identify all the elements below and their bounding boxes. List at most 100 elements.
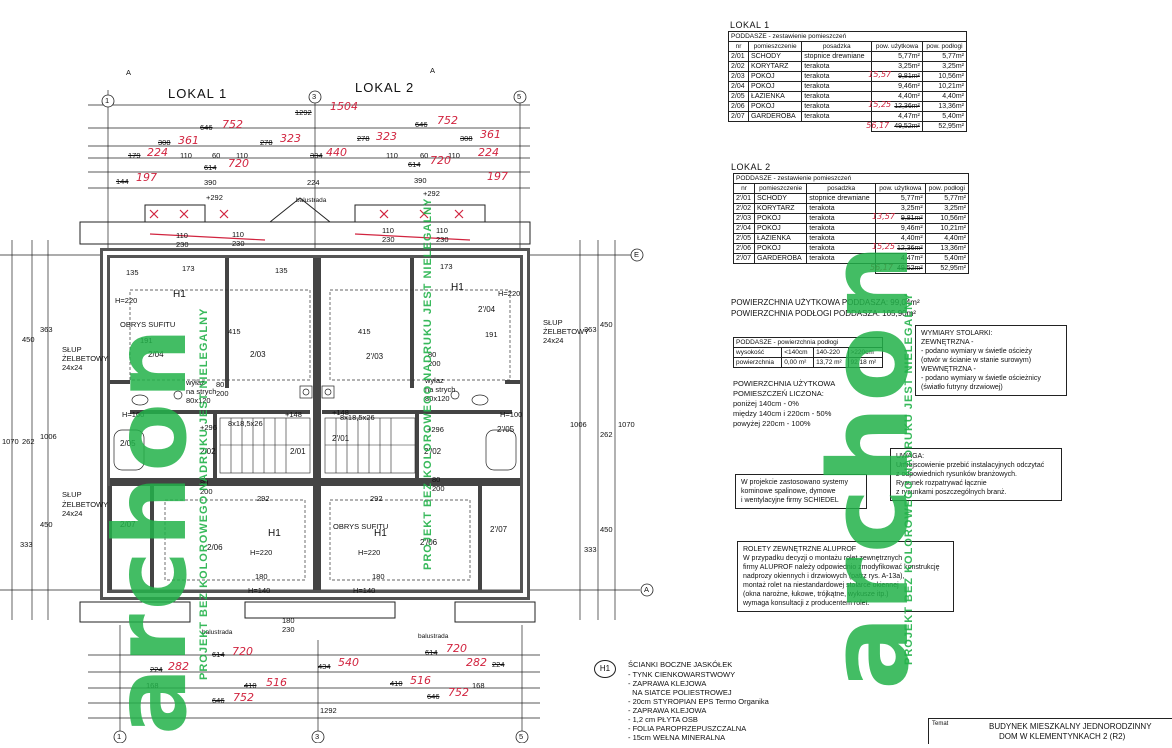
cell: POKÓJ [747,81,803,92]
cell: SCHODY [753,193,808,204]
note-line: firmy ALUPROF należy odpowiednio zmodyfi… [743,564,940,571]
note-line: montaż rolet na niestandardowej stolarce… [743,582,899,589]
cell: 10,56m² [921,71,968,82]
note-line: (okna narożne, łukowe, trójkątne, wykusz… [743,591,889,598]
cell: terakota [801,81,873,92]
h140-b: H=140 [353,586,376,595]
cell-value: 9,81m² [900,215,923,222]
section-mark-right: A [430,66,436,75]
window-180-230: 180 230 [282,616,295,634]
ceiling-outline [129,289,511,581]
dim-614-r-fix: 720 [430,154,451,167]
dim-110-a: 110 [180,151,192,160]
dim-144-r-fix: 197 [487,170,508,183]
dim-half-left-fix: 752 [222,118,243,131]
window-110-230-a: 110 230 [176,231,189,249]
axis-label-3-bottom: 3 [315,732,320,741]
dim-b-646-r: 646 [427,692,440,701]
cell: 2'/01 [733,193,755,204]
dim-b-168-l: 168 [146,681,159,690]
dim-b-614-l: 614 [212,650,225,659]
wall-core [103,251,527,597]
window-80-200-c: 80 200 [200,478,213,496]
dim-614-l-fix: 720 [228,157,249,170]
cell: terakota [806,253,876,264]
cell: POKÓJ [747,101,803,112]
dim-total-top-fix: 1504 [330,100,358,113]
cell: 2/02 [728,61,749,72]
lokal1-room-table: PODDASZE - zestawienie pomieszczeń nr po… [728,31,968,132]
note-line: wymaga konsultacji z producentem rolet. [743,600,870,607]
dim-b-434-fix: 540 [338,656,359,669]
dim-right-1006: 1006 [570,420,587,429]
dim-b-410-r: 410 [390,679,403,688]
note-line: ZEWNĘTRZNA - [921,339,974,346]
dim-292-a: +292 [206,193,223,202]
stairs-right-spec: 8x18,5x26 [340,413,375,422]
h1-legend-item-6: - 1,2 cm PŁYTA OSB [628,715,698,724]
dim-173-a: 173 [182,264,195,273]
cell: 52,95m² [921,121,968,132]
balustrada-top: balustrada [296,197,327,204]
lokal2-fix-b: 15,25 [872,242,895,251]
obrys-sufitu-right: OBRYS SUFITU [333,522,389,531]
cell: stopnice drewniane [801,51,873,62]
dim-right-333: 333 [584,545,597,554]
h1-legend-item-4: - 20cm STYROPIAN EPS Termo Organika [628,697,769,706]
aluprof-note: ROLETY ZEWNĘTRZNE ALUPROF W przypadku de… [737,541,954,612]
lokal1-h-use: pow. użytkowa [871,41,923,52]
partition-walls [108,258,520,590]
h140-a: H=140 [248,586,271,595]
red-markups [149,209,471,241]
cell: 10,21m² [921,81,968,92]
lokal1-fix-b: 15,25 [868,100,892,109]
dim-278-r-fix: 323 [376,130,397,143]
h1-marker-d: H1 [374,528,387,539]
bottom-balustrade [79,601,536,623]
h100-a: H=100 [122,410,145,419]
window-80-200-b: 80 200 [428,350,441,368]
window-110-230-c: 110 230 [382,226,395,244]
axis-label-1: 1 [105,96,110,105]
dim-b-646-l: 646 [212,696,225,705]
cell: terakota [806,203,876,214]
lokal2-table-title: LOKAL 2 [731,162,771,172]
cell: 3,25m² [924,203,970,214]
schiedel-note: W projekcie zastosowano systemy kominowe… [735,474,867,509]
cell: 2'/05 [733,233,755,244]
dim-308-fix: 361 [178,134,199,147]
wylaz-size-right: 80x120 [425,394,450,403]
note-line: WYMIARY STOLARKI: [921,330,993,337]
level-296-left: +296 [200,423,217,432]
dim-179-r-fix: 224 [478,146,499,159]
cell: 52,95m² [924,263,970,274]
window-80-200-d: 80 200 [432,475,445,493]
balustrada-bottom-right: balustrada [418,633,449,640]
axis-bubbles [101,90,654,744]
h1-legend-item-7: - FOLIA PAROPRZEPUSZCZALNA [628,724,747,733]
dim-b-224-r-fix: 282 [466,656,487,669]
floor-plan: LOKAL 1 LOKAL 2 1 3 5 1 3 5 E A A A 1292… [0,66,769,744]
note-line: nadprozy okiennych i drzwiowych (patrz r… [743,573,905,580]
h1-legend-item-1: - TYNK CIENKOWARSTWOWY [628,670,736,679]
dim-308-r-fix: 361 [480,128,501,141]
cell: 2/04 [728,81,749,92]
cell: 13,36m² [921,101,968,112]
dim-right-1070: 1070 [618,420,635,429]
title-block-label: Temat [932,721,949,727]
cell: GARDEROBA [747,111,803,122]
cell: terakota [801,61,873,72]
lokal2-caption: PODDASZE - zestawienie pomieszczeń [733,173,969,184]
row-axis-a: A [644,585,650,594]
dim-half-right-fix: 752 [437,114,458,127]
lokal1-caption: PODDASZE - zestawienie pomieszczeń [728,31,967,42]
axis-label-5-bottom: 5 [519,732,524,741]
summary-floor-area: POWIERZCHNIA PODŁOGI PODDASZA: 105,90m² [731,309,916,318]
dim-b-410-l-fix: 516 [266,676,287,689]
cell: 2/07 [728,111,749,122]
